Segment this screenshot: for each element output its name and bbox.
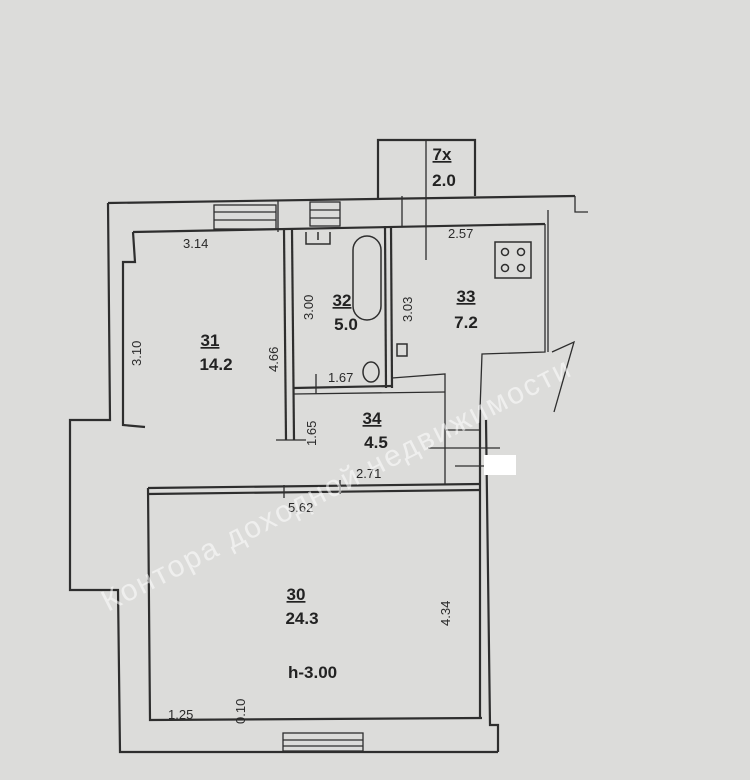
balcony-7x <box>376 138 477 260</box>
dim-2-71: 2.71 <box>356 466 381 481</box>
room-33-area: 7.2 <box>454 313 478 332</box>
fixtures <box>305 232 532 383</box>
dim-3-03: 3.03 <box>400 297 415 322</box>
dim-4-34: 4.34 <box>438 601 453 626</box>
dim-1-65: 1.65 <box>304 421 319 446</box>
interior-walls <box>147 225 516 498</box>
dim-3-00: 3.00 <box>301 295 316 320</box>
room-7x-area: 2.0 <box>432 171 456 190</box>
room-34-area: 4.5 <box>364 433 388 452</box>
dim-1-25: 1.25 <box>168 707 193 722</box>
windows <box>213 196 403 752</box>
dim-0-10: 0.10 <box>233 699 248 724</box>
dim-2-57: 2.57 <box>448 226 473 241</box>
room-31-area: 14.2 <box>199 355 232 374</box>
room-31-number: 31 <box>201 331 220 350</box>
room-32-area: 5.0 <box>334 315 358 334</box>
dim-5-62: 5.62 <box>288 500 313 515</box>
room-7x-number: 7х <box>433 145 452 164</box>
room-labels: 31 14.2 32 5.0 33 7.2 34 4.5 30 24.3 7х … <box>199 145 477 682</box>
room-32-number: 32 <box>333 291 352 310</box>
room-34-number: 34 <box>363 409 382 428</box>
dim-3-14: 3.14 <box>183 236 208 251</box>
dim-1-67: 1.67 <box>328 370 353 385</box>
dimension-labels: 3.14 3.10 4.66 3.00 3.03 2.57 1.67 1.65 … <box>129 226 473 724</box>
room-30-number: 30 <box>287 585 306 604</box>
room-30-area: 24.3 <box>285 609 318 628</box>
outer-walls <box>68 194 588 754</box>
dim-4-66: 4.66 <box>266 347 281 372</box>
dim-3-10: 3.10 <box>129 341 144 366</box>
room-33-number: 33 <box>457 287 476 306</box>
ceiling-height: h-3.00 <box>288 663 337 682</box>
